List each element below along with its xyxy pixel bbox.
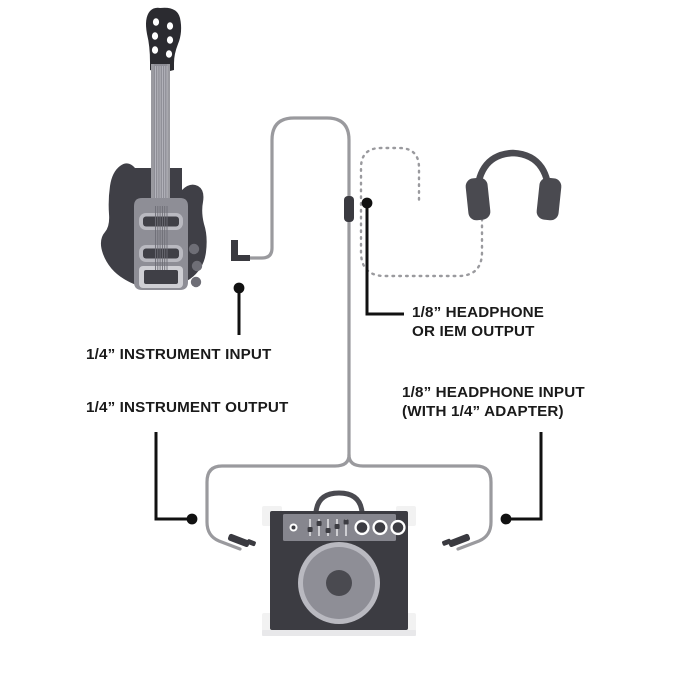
amp-output-plug-icon — [227, 533, 256, 548]
instrument-cable-path — [241, 116, 351, 457]
leader-instrument-output — [154, 432, 190, 521]
combo-amplifier — [262, 490, 416, 636]
guitar-pickup-upper — [139, 213, 183, 230]
amp-base-strip — [262, 630, 416, 636]
amp-input-plug-icon — [442, 533, 471, 548]
leader-dot-instrument-input — [233, 282, 245, 294]
leader-dot-instrument-output — [186, 513, 198, 525]
headphone-cable-dashed-path — [359, 146, 484, 278]
leader-dot-headphone-input — [500, 513, 512, 525]
amp-input-cable-right-path — [347, 453, 493, 551]
guitar-plug-icon — [231, 240, 250, 261]
headphone-earcup-right — [536, 177, 562, 221]
guitar-pickup-lower — [139, 245, 183, 262]
label-instrument-output: 1/4” INSTRUMENT OUTPUT — [86, 399, 289, 416]
guitar-control-knobs — [188, 243, 203, 288]
cable-group — [205, 116, 493, 551]
amp-speaker — [298, 542, 380, 624]
amp-knobs — [354, 519, 406, 536]
leader-line-group — [154, 203, 543, 521]
over-ear-headphones — [465, 149, 562, 221]
guitar-headstock — [146, 7, 182, 72]
label-instrument-input: 1/4” INSTRUMENT INPUT — [86, 346, 272, 363]
leader-headphone-output — [365, 203, 404, 316]
amp-handle — [313, 490, 365, 515]
plug-group — [227, 196, 471, 548]
amp-power-led — [289, 523, 298, 532]
headphone-output-plug-icon — [344, 196, 354, 222]
guitar-tuning-pegs — [151, 18, 174, 58]
guitar-bridge — [139, 266, 183, 288]
label-headphone-input: 1/8” HEADPHONE INPUT (WITH 1/4” ADAPTER) — [402, 384, 585, 420]
headphone-earcup-left — [465, 177, 491, 221]
amp-output-cable-left-path — [205, 453, 351, 551]
amp-faders — [307, 519, 349, 536]
electric-guitar — [100, 7, 207, 290]
leader-dot-headphone-output — [361, 197, 373, 209]
label-headphone-output: 1/8” HEADPHONE OR IEM OUTPUT — [412, 304, 545, 340]
guitar-body-strings — [155, 206, 168, 270]
leader-headphone-input — [508, 432, 543, 521]
leader-dot-group — [186, 197, 512, 525]
